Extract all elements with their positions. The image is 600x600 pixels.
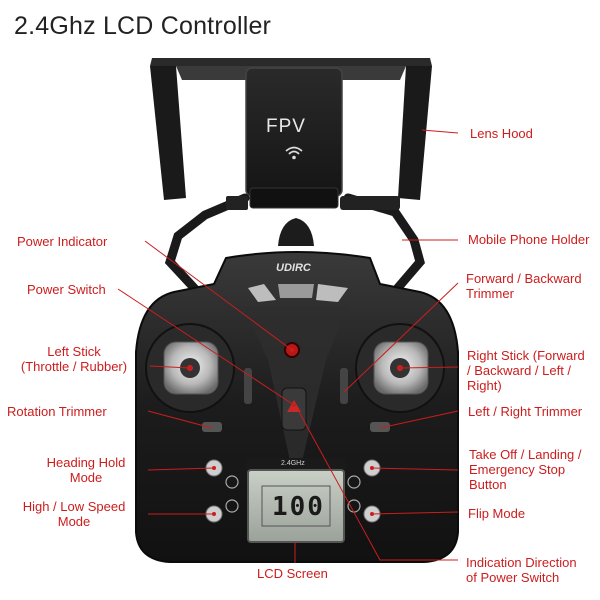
lcd-screen	[246, 458, 346, 543]
power-indicator-label: Power Indicator	[17, 234, 108, 249]
heading-hold-label: Heading Hold Mode	[46, 455, 126, 485]
fb-trimmer-label: Forward / Backward Trimmer	[466, 271, 582, 301]
indication-label: Indication Direction of Power Switch	[466, 555, 577, 585]
rotation-trimmer	[202, 422, 222, 432]
fb-trimmer-right	[340, 368, 348, 404]
lr-trimmer	[370, 422, 390, 432]
lens-hood	[150, 58, 432, 200]
mobile-phone-holder-label: Mobile Phone Holder	[468, 232, 590, 247]
power-switch-label: Power Switch	[27, 282, 106, 297]
rotation-trimmer-label: Rotation Trimmer	[7, 404, 107, 419]
leader-lines	[117, 129, 459, 563]
controller-brand: UDIRC	[276, 262, 311, 274]
lr-trimmer-label: Left / Right Trimmer	[468, 404, 583, 419]
takeoff-label: Take Off / Landing / Emergency Stop Butt…	[469, 447, 582, 492]
flip-mode-label: Flip Mode	[468, 506, 526, 521]
page-title: 2.4Ghz LCD Controller	[14, 12, 272, 40]
lcd-screen-label: LCD Screen	[257, 566, 328, 581]
antenna	[278, 218, 314, 246]
left-stick-label: Left Stick (Throttle / Rubber)	[20, 344, 128, 374]
right-stick-label: Right Stick (Forward / Backward / Left /…	[467, 348, 585, 393]
lcd-reading: 100	[272, 492, 325, 522]
fb-trimmer-left	[244, 368, 252, 404]
speed-mode-label: High / Low Speed Mode	[22, 499, 126, 529]
phone	[245, 67, 343, 209]
holder-clamp	[226, 196, 400, 210]
wifi-icon	[285, 146, 303, 160]
band-label: 2.4GHz	[281, 460, 305, 467]
lens-hood-label: Lens Hood	[470, 126, 533, 141]
phone-brand: FPV	[266, 116, 306, 137]
leader-dots	[188, 348, 402, 516]
top-chevrons	[248, 284, 348, 302]
